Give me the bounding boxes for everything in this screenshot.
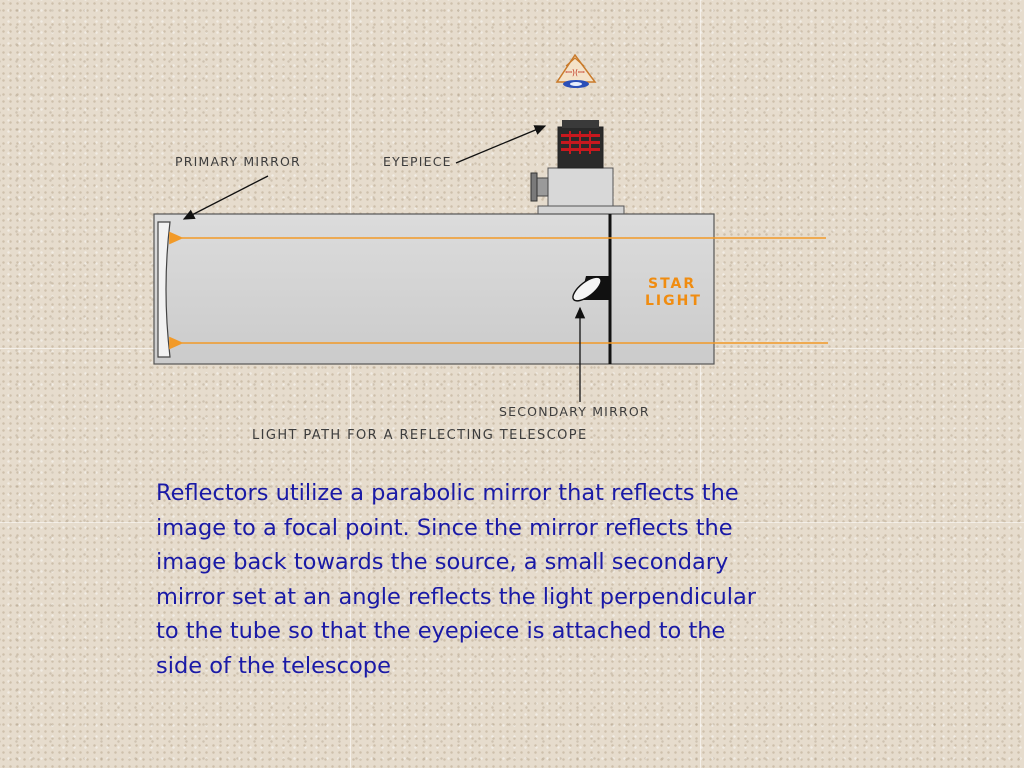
grid-line [0, 522, 1024, 523]
eyepiece-icon [530, 120, 625, 215]
eye-icon: ꟷ)(ꟷ [555, 53, 597, 88]
grid-line [350, 0, 351, 768]
eyepiece-label: EYEPIECE [383, 154, 452, 169]
primary-mirror-icon [157, 221, 171, 358]
secondary-mirror-icon [572, 276, 610, 302]
eyepiece-arrow-icon [455, 125, 547, 164]
primary-mirror-label: PRIMARY MIRROR [175, 154, 301, 169]
description-text: Reflectors utilize a parabolic mirror th… [156, 480, 757, 679]
star-label: STAR [648, 276, 696, 292]
reflecting-telescope-diagram: ꟷ)(ꟷ PRIMARY MIRROR EYEPIECE STAR LIGHT … [153, 53, 828, 443]
light-label: LIGHT [645, 293, 702, 309]
grid-line [700, 0, 701, 768]
primary-mirror-arrow-icon [182, 175, 269, 220]
svg-text:ꟷ)(ꟷ: ꟷ)(ꟷ [565, 68, 585, 77]
secondary-mirror-label: SECONDARY MIRROR [499, 404, 650, 419]
diagram-caption: LIGHT PATH FOR A REFLECTING TELESCOPE [252, 428, 588, 443]
telescope-tube [153, 213, 715, 365]
